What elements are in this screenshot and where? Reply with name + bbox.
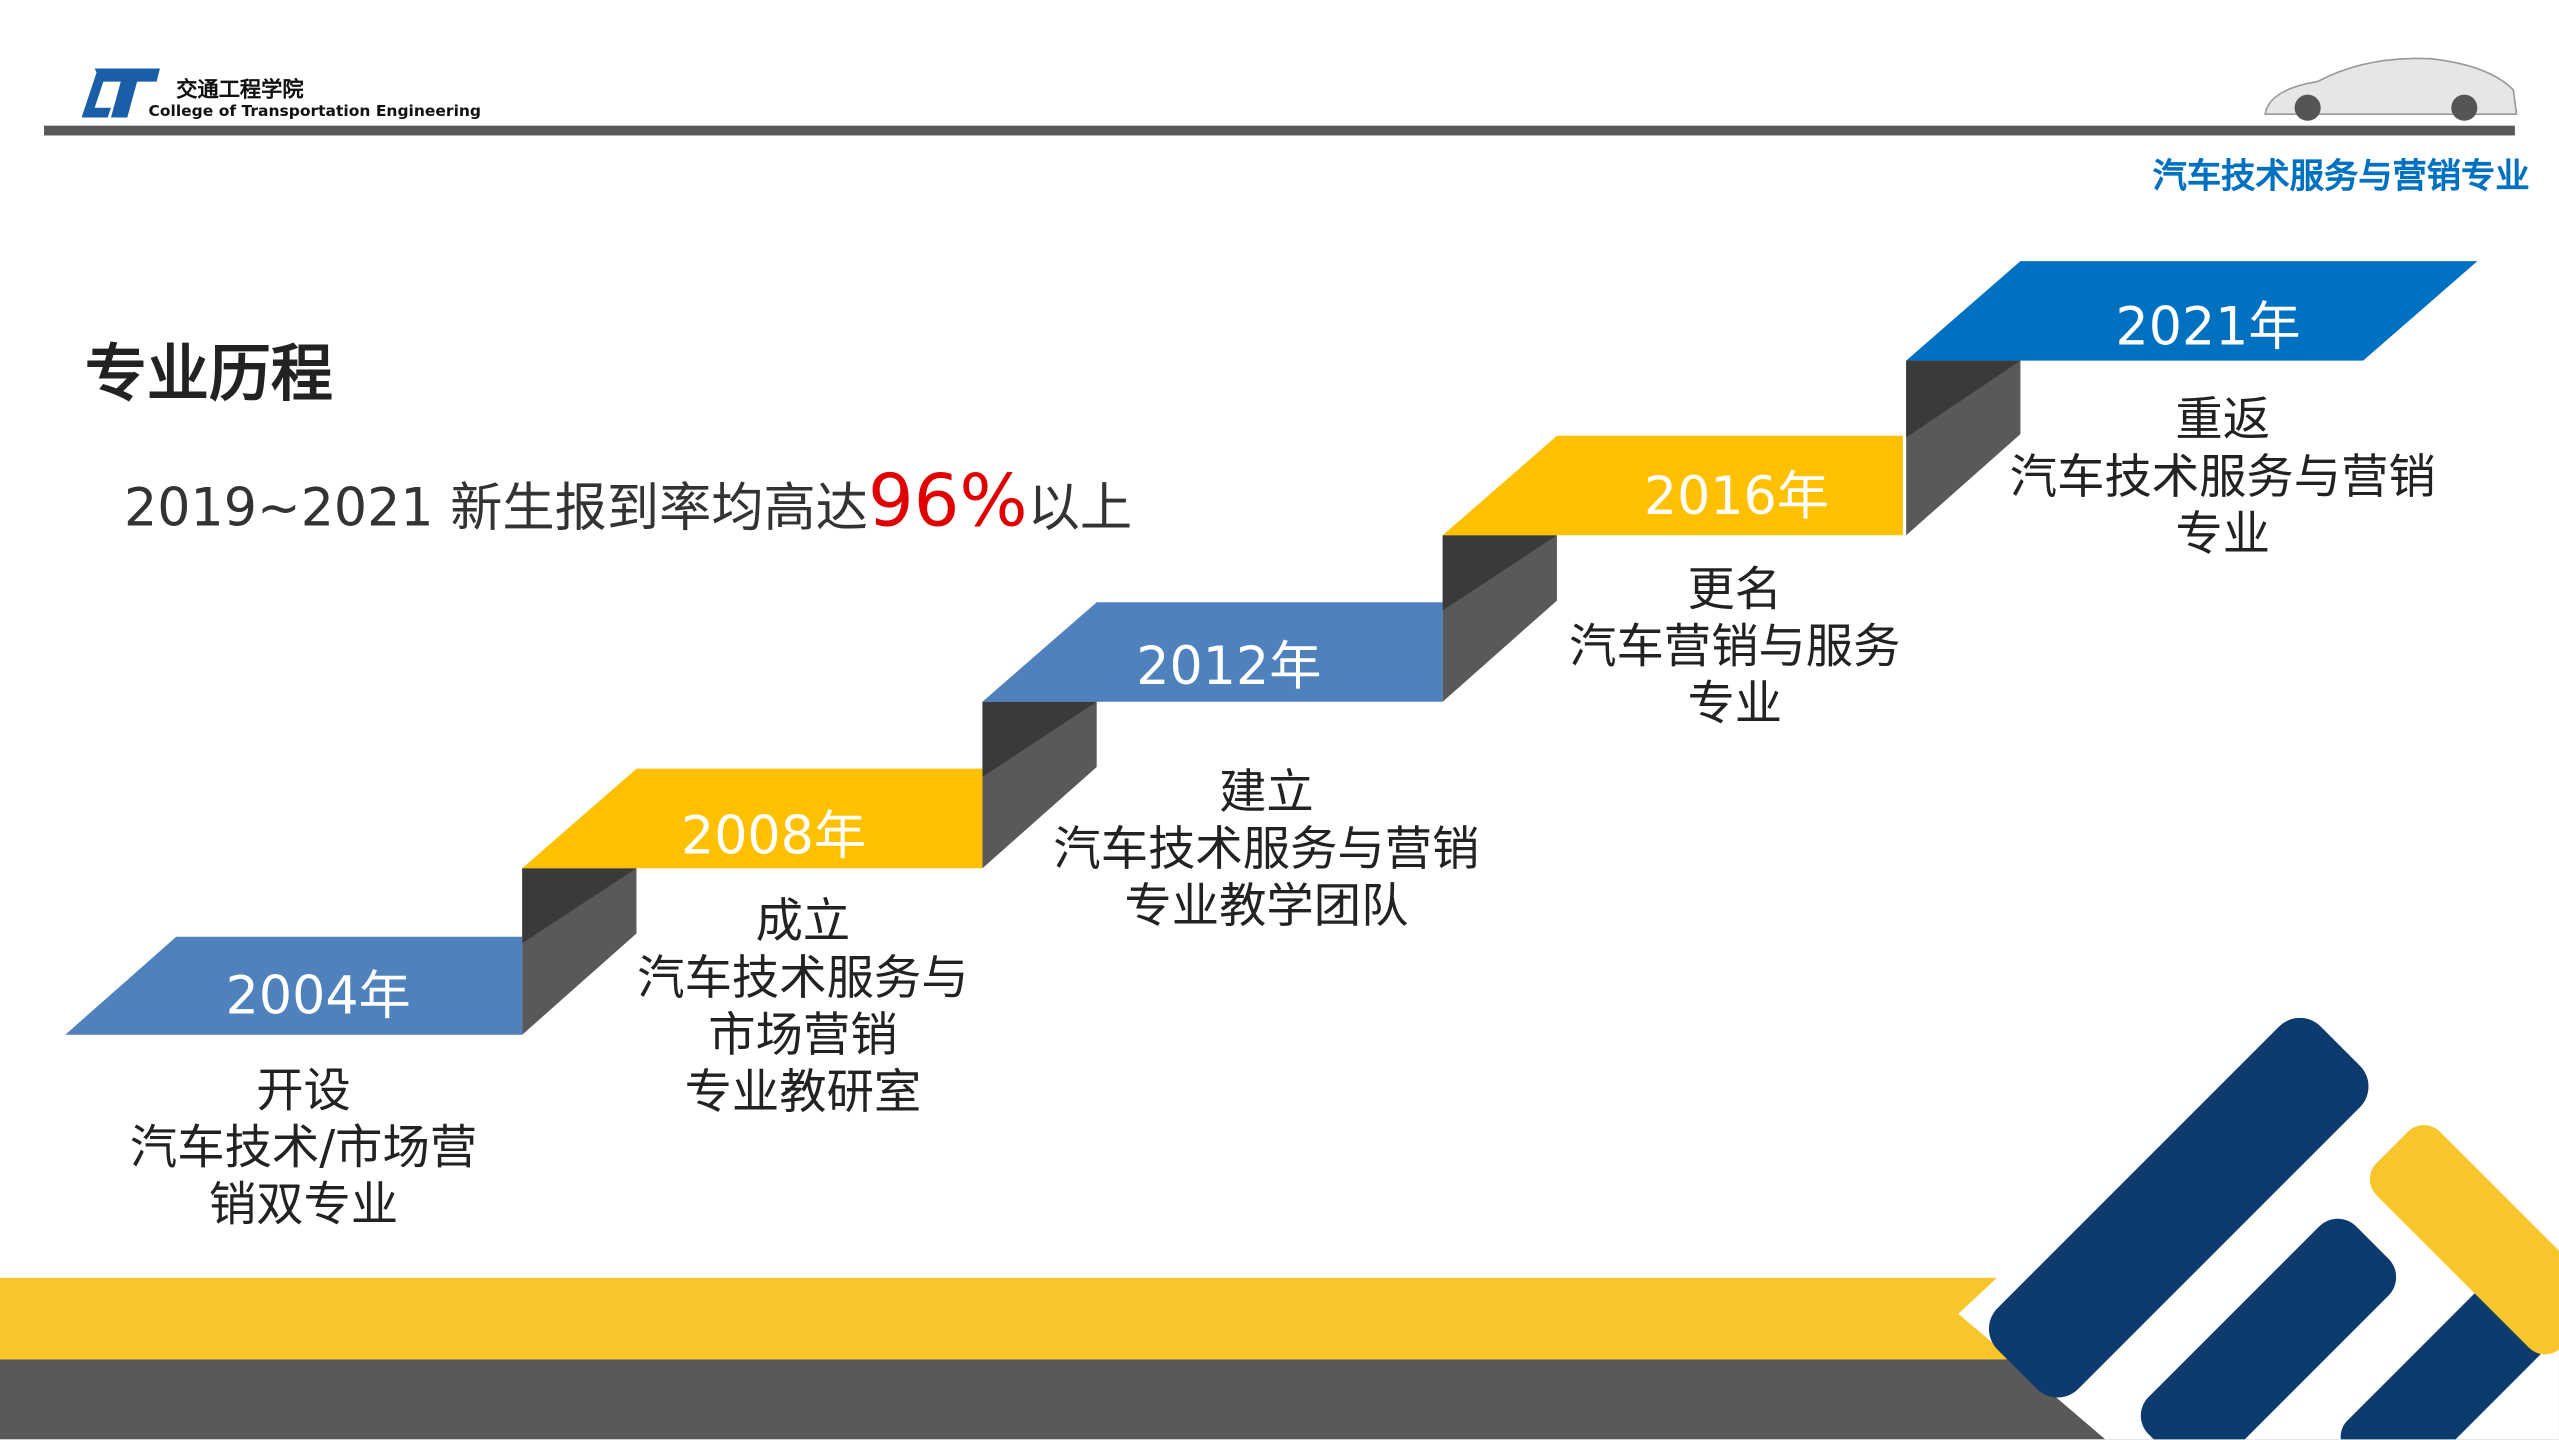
desc-line: 汽车营销与服务 <box>1569 618 1901 675</box>
logo-icon <box>81 68 160 118</box>
year-label: 2021年 <box>2115 295 2301 358</box>
header-divider <box>44 125 2515 136</box>
desc-line: 重返 <box>2175 391 2271 448</box>
stat-prefix: 2019~2021 新生报到率均高达 <box>124 476 869 539</box>
step-2004 <box>65 936 523 1035</box>
milestone-description: 重返 汽车技术服务与营销 专业 <box>1945 392 2500 563</box>
desc-line: 汽车技术服务与营销 <box>1053 820 1480 877</box>
step-2008 <box>522 768 983 869</box>
car-image <box>2264 57 2518 121</box>
page-title: 专业历程 <box>84 337 333 410</box>
decorative-bars <box>1988 1017 2559 1440</box>
desc-line: 开设 <box>256 1062 351 1118</box>
desc-line: 成立 <box>755 892 851 949</box>
milestone-description: 更名 汽车营销与服务 专业 <box>1457 561 2012 732</box>
step-2016 <box>1442 435 1903 536</box>
desc-line: 专业教学团队 <box>1124 878 1409 934</box>
enrollment-stat: 2019~2021 新生报到率均高达96%以上 <box>124 460 1132 543</box>
desc-line: 专业教研室 <box>684 1064 922 1120</box>
milestone-description: 建立 汽车技术服务与营销 专业教学团队 <box>989 764 1544 935</box>
school-name-cn: 交通工程学院 <box>176 78 304 103</box>
step-2021 <box>1906 261 2478 361</box>
desc-line: 汽车技术服务与 <box>637 949 969 1006</box>
milestone-description: 开设 汽车技术/市场营 销双专业 <box>26 1062 581 1233</box>
school-name-en: College of Transportation Engineering <box>148 102 482 121</box>
stat-suffix: 以上 <box>1027 476 1133 539</box>
step-2012 <box>982 602 1443 702</box>
desc-line: 更名 <box>1687 561 1783 617</box>
milestone-description: 成立 汽车技术服务与 市场营销 专业教研室 <box>526 893 1081 1121</box>
year-label: 2012年 <box>1136 634 1322 697</box>
year-label: 2004年 <box>225 964 411 1027</box>
desc-line: 汽车技术/市场营 <box>129 1119 478 1176</box>
desc-line: 建立 <box>1219 763 1314 820</box>
stat-value: 96% <box>868 460 1028 544</box>
program-title: 汽车技术服务与营销专业 <box>2152 156 2530 196</box>
year-label: 2008年 <box>680 804 867 867</box>
year-label: 2016年 <box>1643 465 1830 528</box>
desc-line: 市场营销 <box>708 1006 898 1063</box>
desc-line: 专业 <box>2175 505 2271 562</box>
desc-line: 销双专业 <box>208 1176 399 1233</box>
desc-line: 汽车技术服务与营销 <box>2009 448 2436 505</box>
desc-line: 专业 <box>1687 675 1783 732</box>
